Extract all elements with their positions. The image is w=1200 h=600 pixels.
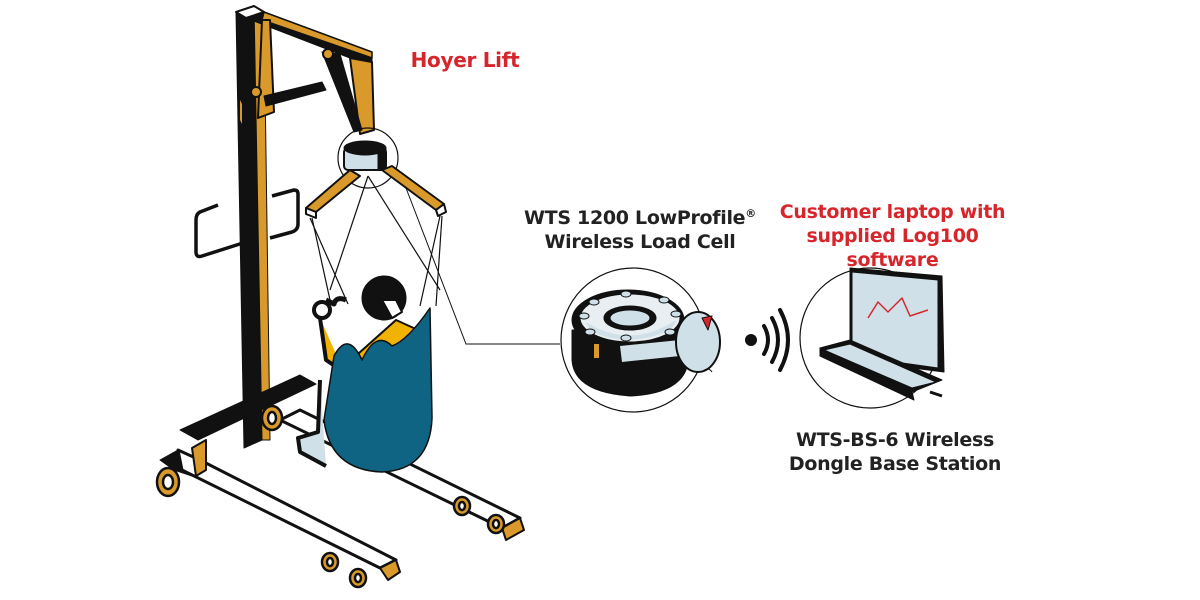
- hoyer-lift-label-text: Hoyer Lift: [410, 48, 520, 72]
- load-cell-model: WTS 1200 LowProfile: [524, 207, 746, 229]
- laptop-illustration: [799, 267, 945, 409]
- lift-boom: [240, 11, 375, 135]
- load-cell-label-line2: Wireless Load Cell: [544, 231, 736, 253]
- dongle-label-line2: Dongle Base Station: [788, 453, 1002, 475]
- sling-seat: [323, 307, 433, 473]
- lift-wheels: [155, 404, 506, 589]
- dongle-illustration: [929, 390, 943, 398]
- lift-handle: [194, 203, 247, 259]
- dongle-label-line1: WTS-BS-6 Wireless: [795, 429, 995, 451]
- hook-load-cell: [337, 127, 399, 189]
- registered-trademark: ®: [745, 207, 756, 220]
- wireless-transmitter: [675, 311, 721, 373]
- laptop-label-line2: supplied Log100 software: [806, 225, 979, 271]
- load-cell-bolts: [578, 290, 682, 342]
- load-cell-illustration: [560, 267, 721, 413]
- load-cell-label-line1: WTS 1200 LowProfile®: [505, 206, 775, 230]
- dongle-label: WTS-BS-6 Wireless Dongle Base Station: [775, 428, 1015, 476]
- spreader-bar: [305, 165, 447, 219]
- laptop-label-line1: Customer laptop with: [779, 201, 1006, 223]
- wireless-signal-icon: [745, 308, 790, 372]
- load-cell-label: WTS 1200 LowProfile® Wireless Load Cell: [505, 206, 775, 254]
- hoyer-lift-illustration: [155, 5, 525, 589]
- laptop-screen-chart: [867, 297, 929, 319]
- sling-straps: [309, 175, 443, 307]
- laptop-label: Customer laptop with supplied Log100 sof…: [760, 200, 1025, 272]
- callout-line: [405, 187, 560, 345]
- hoyer-lift-label: Hoyer Lift: [385, 48, 545, 72]
